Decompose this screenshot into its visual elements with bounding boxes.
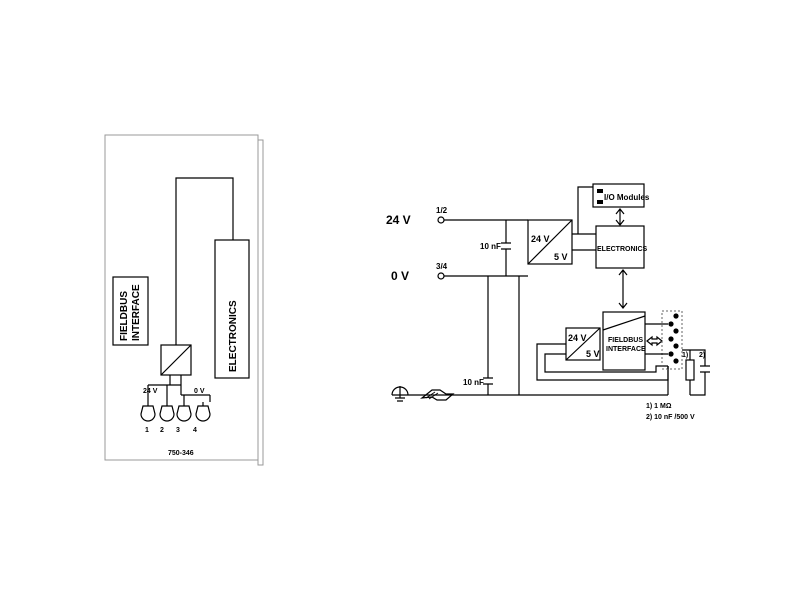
io-electronics-arrow [615, 208, 625, 226]
circuit-schematic: 24 V 0 V 1/2 3/4 10 nF 10 nF 24 V [386, 183, 710, 421]
fieldbus-converter-diagonal [565, 327, 601, 361]
fieldbus-label-right-line1: FIELDBUS [608, 337, 643, 344]
fieldbus-isolation-line [602, 315, 646, 331]
capacitor-label-lower: 10 nF [463, 378, 484, 387]
supply-0v-label-right: 0 V [391, 269, 409, 283]
part-number: 750-346 [168, 450, 194, 457]
capacitor-label-upper: 10 nF [480, 242, 501, 251]
main-converter-diagonal [527, 219, 573, 265]
terminal-label-34: 3/4 [436, 262, 448, 271]
connector-pin [673, 328, 679, 334]
terminal-circle-34 [437, 272, 445, 280]
terminal-clamp-2 [159, 402, 175, 422]
supply-0v-label: 0 V [194, 388, 205, 395]
io-connector-bottom [597, 200, 603, 204]
connector-pin [668, 336, 674, 342]
connector-pin [668, 321, 674, 327]
terminal-number-4: 4 [193, 427, 197, 434]
connector-pin [673, 358, 679, 364]
terminal-label-12: 1/2 [436, 206, 448, 215]
note-marker-2: 2) [699, 352, 705, 359]
connector-pins [668, 313, 679, 364]
module-front-view: FIELDBUS INTERFACE ELECTRONICS 24 V 0 V … [104, 134, 264, 466]
main-converter-out-label: 5 V [554, 252, 568, 262]
fieldbus-converter-out-label: 5 V [586, 349, 600, 359]
fieldbus-supply-loop-outer [536, 343, 669, 381]
io-modules-block [592, 183, 645, 208]
connector-pin [673, 343, 679, 349]
footnote-1: 1) 1 MΩ [646, 403, 672, 410]
terminal-clamps [140, 402, 211, 422]
zero-rail [444, 275, 528, 395]
resistor-1mohm [685, 359, 695, 381]
main-converter-to-electronics [572, 186, 597, 251]
io-modules-label: I/O Modules [604, 193, 650, 202]
terminal-clamp-1 [140, 402, 156, 422]
fieldbus-label-right-line2: INTERFACE [606, 346, 646, 353]
electronics-block [214, 239, 250, 379]
electronics-label: ELECTRONICS [228, 300, 239, 372]
connector-wiring [645, 323, 669, 369]
supply-24v-label: 24 V [143, 388, 158, 395]
fieldbus-supply-loop-inner [544, 353, 668, 373]
fieldbus-interface-block [112, 276, 149, 346]
connector-pin [673, 313, 679, 319]
electronics-label-right: ELECTRONICS [597, 246, 648, 253]
terminal-clamp-3 [176, 402, 192, 422]
terminal-number-1: 1 [145, 427, 149, 434]
fieldbus-connector-arrow [646, 335, 663, 347]
terminal-number-2: 2 [160, 427, 164, 434]
capacitor-plates-lower [483, 377, 493, 385]
connector-pin [668, 351, 674, 357]
fieldbus-connector-housing [661, 310, 683, 370]
module-housing-outline [104, 134, 264, 466]
fieldbus-interface-block-right [602, 311, 646, 371]
capacitor-10nf-500v [700, 365, 710, 373]
fieldbus-converter-in-label: 24 V [568, 333, 587, 343]
fieldbus-label-line2: INTERFACE [131, 284, 142, 341]
electronics-block-right [595, 225, 645, 269]
footnote-2: 2) 10 nF /500 V [646, 414, 695, 421]
main-converter-in-label: 24 V [531, 234, 550, 244]
din-rail-icon [420, 389, 455, 401]
internal-supply-wire [175, 177, 234, 345]
terminal-clamp-4 [195, 402, 211, 422]
shield-wiring [682, 349, 706, 396]
terminal-wiring [147, 375, 211, 402]
supply-24v-label-right: 24 V [386, 213, 411, 227]
capacitor-plates-upper [501, 242, 511, 250]
io-connector-top [597, 189, 603, 193]
converter-diagonal [160, 344, 192, 376]
electronics-fieldbus-arrow [618, 269, 628, 309]
terminal-number-3: 3 [176, 427, 180, 434]
fieldbus-label-line1: FIELDBUS [119, 291, 130, 341]
note-marker-1: 1) [682, 352, 688, 359]
earth-ground-icon [391, 386, 409, 402]
terminal-circle-12 [437, 216, 445, 224]
